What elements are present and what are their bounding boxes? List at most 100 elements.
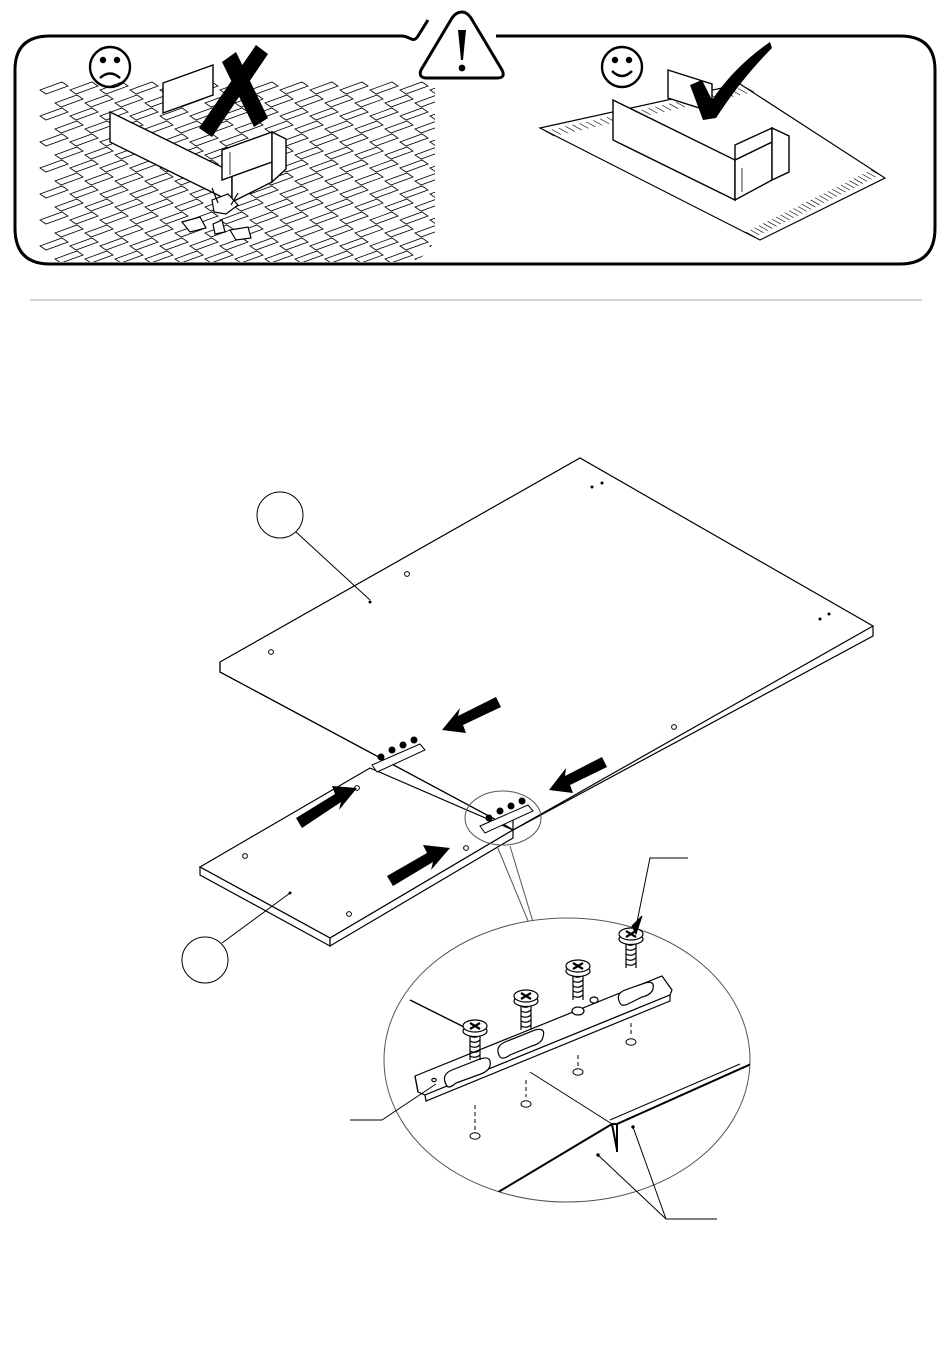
brick (85, 95, 113, 107)
brick (295, 225, 323, 237)
brick (55, 251, 83, 263)
brick (355, 95, 383, 107)
brick (400, 186, 428, 198)
brick (355, 121, 383, 133)
brick (295, 199, 323, 211)
brick (40, 134, 68, 146)
brick (355, 173, 383, 185)
brick (280, 82, 308, 94)
smiley-face-icon (602, 47, 642, 87)
brick (340, 160, 368, 172)
brick (130, 186, 158, 198)
brick (325, 225, 353, 237)
brick (115, 95, 143, 107)
brick (325, 147, 353, 159)
brick (130, 238, 158, 250)
brick (340, 134, 368, 146)
brick (400, 212, 428, 224)
brick (340, 108, 368, 120)
wrong-cabinet (110, 65, 286, 202)
brick (280, 108, 308, 120)
brick (160, 186, 188, 198)
brick (85, 199, 113, 211)
brick (430, 186, 458, 198)
brick (235, 199, 263, 211)
brick (370, 238, 398, 250)
brick (100, 186, 128, 198)
brick (430, 108, 458, 120)
brick (265, 95, 293, 107)
brick (430, 134, 458, 146)
upper-panel-callout (257, 492, 370, 600)
brick (295, 121, 323, 133)
brick (340, 212, 368, 224)
brick (310, 160, 338, 172)
upper-panel (220, 458, 873, 830)
brick (385, 225, 413, 237)
brick (280, 212, 308, 224)
brick (100, 82, 128, 94)
brick (445, 95, 473, 107)
brick (40, 108, 68, 120)
brick (115, 199, 143, 211)
brick (445, 173, 473, 185)
brick (400, 134, 428, 146)
brick (115, 173, 143, 185)
brick (40, 238, 68, 250)
brick (100, 160, 128, 172)
brick (310, 238, 338, 250)
brick (400, 82, 428, 94)
sad-face-icon (90, 47, 130, 87)
brick (55, 173, 83, 185)
brick (355, 225, 383, 237)
brick (145, 173, 173, 185)
brick (265, 225, 293, 237)
brick (70, 82, 98, 94)
brick (205, 251, 233, 263)
brick (325, 173, 353, 185)
brick (325, 95, 353, 107)
brick (280, 238, 308, 250)
brick (55, 147, 83, 159)
brick (310, 108, 338, 120)
brick (415, 173, 443, 185)
brick (55, 95, 83, 107)
brick (130, 108, 158, 120)
brick (70, 186, 98, 198)
brick (415, 225, 443, 237)
brick (370, 212, 398, 224)
brick (310, 186, 338, 198)
brick (220, 238, 248, 250)
brick (190, 238, 218, 250)
brick (400, 160, 428, 172)
brick (85, 147, 113, 159)
brick (385, 173, 413, 185)
brick (250, 238, 278, 250)
brick (175, 251, 203, 263)
brick (175, 121, 203, 133)
brick (70, 134, 98, 146)
brick (385, 199, 413, 211)
brick (430, 238, 458, 250)
brick (310, 134, 338, 146)
brick (445, 147, 473, 159)
brick (40, 186, 68, 198)
brick (160, 238, 188, 250)
brick (295, 95, 323, 107)
brick (100, 238, 128, 250)
brick (385, 121, 413, 133)
brick (280, 186, 308, 198)
brick (310, 82, 338, 94)
brick (355, 147, 383, 159)
warning-triangle-icon (420, 12, 503, 78)
brick (85, 225, 113, 237)
brick (430, 160, 458, 172)
brick (370, 82, 398, 94)
brick (430, 82, 458, 94)
brick (310, 212, 338, 224)
brick (55, 121, 83, 133)
brick (70, 238, 98, 250)
brick (265, 121, 293, 133)
brick (370, 108, 398, 120)
brick (370, 134, 398, 146)
